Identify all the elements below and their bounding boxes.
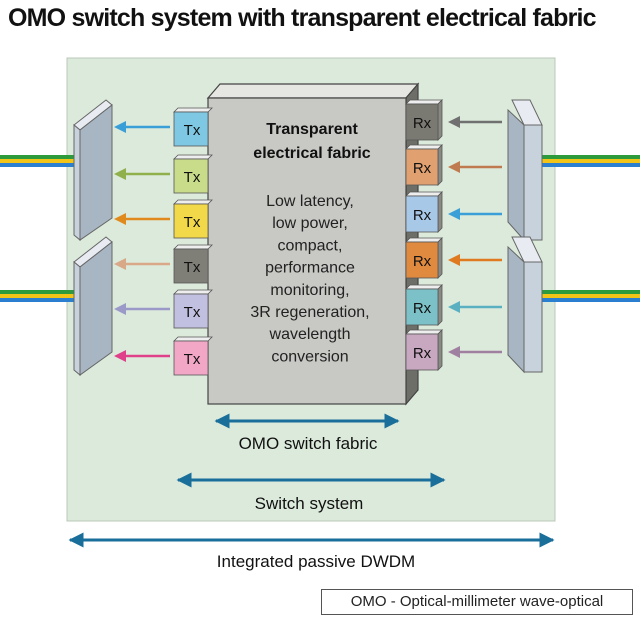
rx-box-top	[405, 329, 443, 335]
rx-box-top	[405, 284, 443, 290]
tx-box	[173, 203, 209, 239]
fabric-feature-line: performance	[265, 260, 355, 277]
left-demux-top	[73, 99, 113, 242]
fabric-feature-line: monitoring,	[270, 282, 349, 299]
rx-box	[405, 241, 439, 279]
fabric-feature-line: compact,	[278, 237, 343, 254]
rx-box-top	[405, 237, 443, 243]
fabric-feature-line: conversion	[271, 348, 348, 365]
tx-box	[173, 158, 209, 194]
rx-box	[405, 148, 439, 186]
rx-box	[405, 288, 439, 326]
tx-box	[173, 340, 209, 376]
rx-box-top	[405, 191, 443, 197]
integrated-dwdm-label: Integrated passive DWDM	[217, 552, 415, 571]
tx-box-top	[173, 107, 213, 113]
rx-arrowhead	[448, 116, 460, 128]
tx-arrowhead	[114, 303, 126, 315]
left-fiber-top	[0, 155, 80, 167]
omo-switch-fabric-label: OMO switch fabric	[239, 434, 378, 453]
rx-label: Rx	[413, 160, 432, 177]
tx-label: Tx	[184, 351, 201, 368]
rx-label: Rx	[413, 115, 432, 132]
rx-box-side	[437, 284, 443, 326]
rx-label: Rx	[413, 345, 432, 362]
rx-box	[405, 103, 439, 141]
rx-box-side	[437, 99, 443, 141]
rx-label: Rx	[413, 253, 432, 270]
tx-label: Tx	[184, 169, 201, 186]
rx-label: Rx	[413, 207, 432, 224]
fabric-heading-line1: Transparent	[266, 121, 358, 138]
tx-box-top	[173, 154, 213, 160]
tx-arrowhead	[114, 350, 126, 362]
tx-box	[173, 111, 209, 147]
left-demux-bottom	[73, 236, 113, 377]
tx-arrowhead	[114, 121, 126, 133]
fabric-feature-line: wavelength	[269, 326, 351, 343]
rx-box	[405, 195, 439, 233]
rx-box-side	[437, 191, 443, 233]
fabric-heading-line2: electrical fabric	[253, 145, 371, 162]
rx-box-side	[437, 144, 443, 186]
tx-box	[173, 293, 209, 329]
rx-box-side	[437, 329, 443, 371]
tx-arrowhead	[114, 258, 126, 270]
tx-box-top	[173, 336, 213, 342]
rx-box	[405, 333, 439, 371]
fabric-feature-line: low power,	[272, 215, 348, 232]
diagram-title: OMO switch system with transparent elect…	[8, 4, 597, 32]
switch-system-label: Switch system	[255, 494, 364, 513]
tx-box-top	[173, 289, 213, 295]
rx-arrowhead	[448, 254, 460, 266]
right-fiber-top	[542, 155, 640, 167]
rx-arrowhead	[448, 346, 460, 358]
rx-arrowhead	[448, 161, 460, 173]
tx-box	[173, 248, 209, 284]
rx-box-top	[405, 99, 443, 105]
right-mux-bottom	[507, 236, 543, 374]
tx-box-top	[173, 199, 213, 205]
fabric-feature-line: Low latency,	[266, 193, 354, 210]
tx-box-top	[173, 244, 213, 250]
tx-label: Tx	[184, 214, 201, 231]
rx-label: Rx	[413, 300, 432, 317]
tx-label: Tx	[184, 259, 201, 276]
omo-footnote: OMO - Optical-millimeter wave-optical	[321, 589, 633, 615]
rx-arrowhead	[448, 208, 460, 220]
right-fiber-bottom	[542, 290, 640, 302]
tx-arrowhead	[114, 168, 126, 180]
fabric-feature-list: Low latency, low power, compact, performanc…	[250, 193, 369, 365]
tx-arrowhead	[114, 213, 126, 225]
fabric-feature-line: 3R regeneration,	[250, 304, 369, 321]
right-mux-top	[507, 99, 543, 242]
rx-box-top	[405, 144, 443, 150]
rx-box-side	[437, 237, 443, 279]
tx-label: Tx	[184, 304, 201, 321]
rx-arrowhead	[448, 301, 460, 313]
tx-label: Tx	[184, 122, 201, 139]
left-fiber-bottom	[0, 290, 80, 302]
